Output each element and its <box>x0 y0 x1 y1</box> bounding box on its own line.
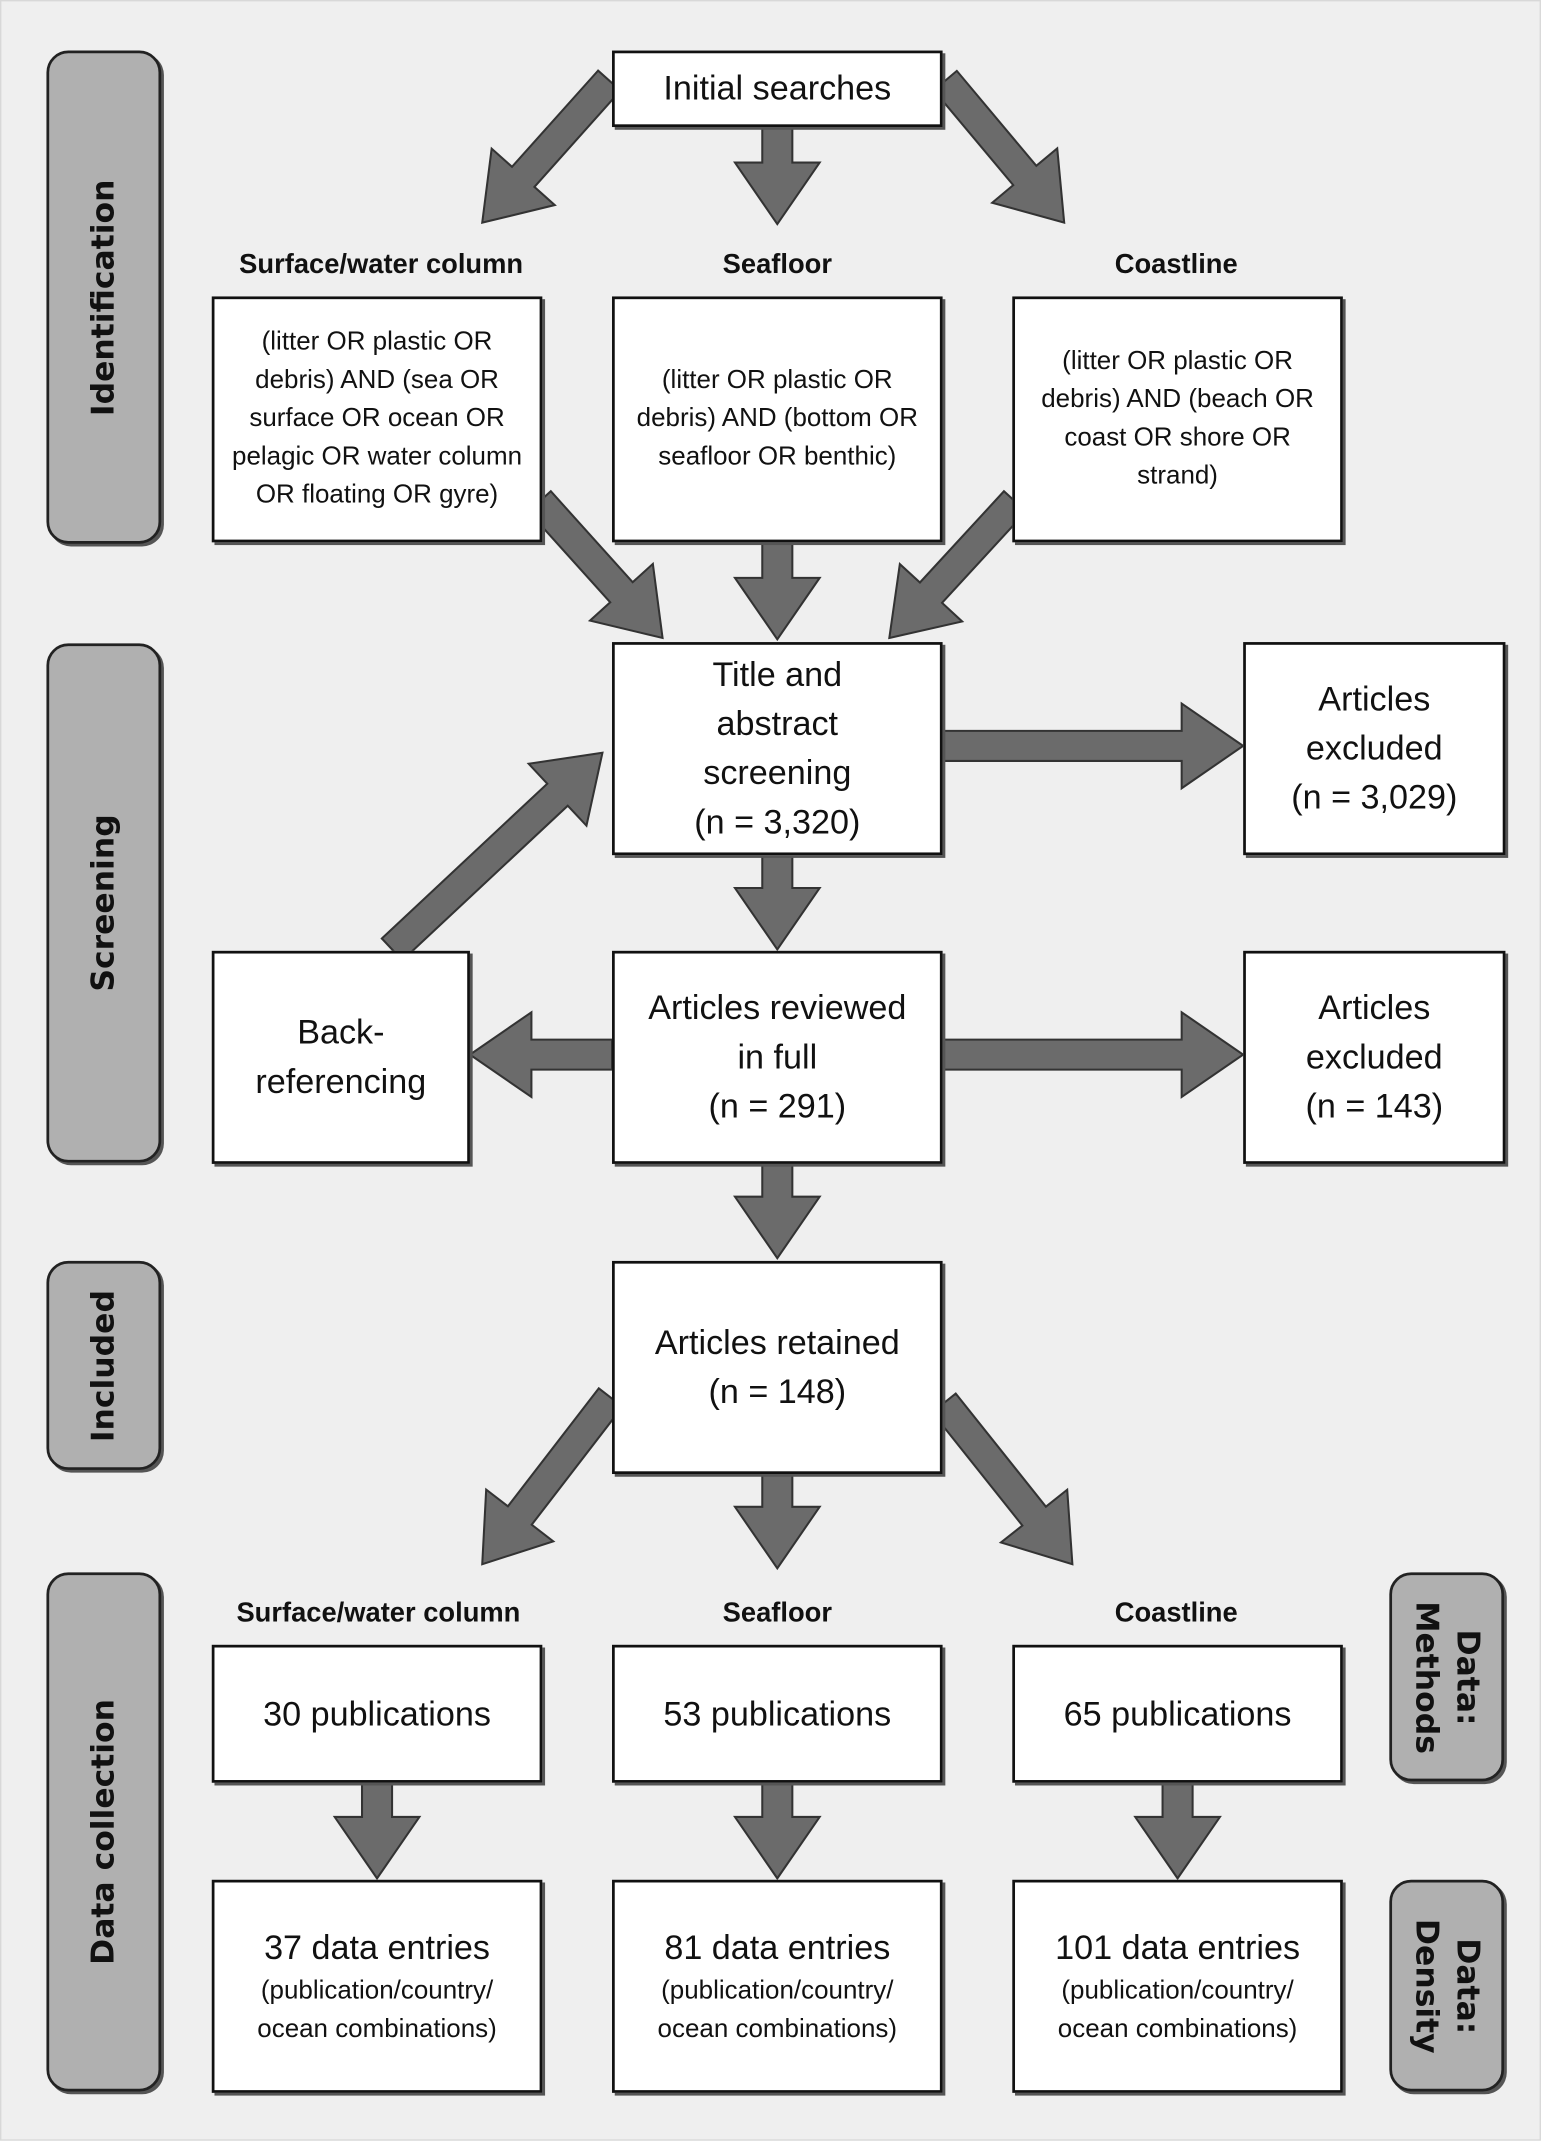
arrow-surface-to-screening <box>526 489 664 640</box>
arrow-surface-pubs-to-entries <box>332 1781 422 1881</box>
box-text: (litter OR plastic OR debris) AND (botto… <box>636 366 918 472</box>
articles-reviewed-box: Articles reviewed in full (n = 291) <box>612 950 943 1164</box>
box-text: in full <box>737 1038 818 1077</box>
box-text: screening <box>703 754 852 793</box>
query-seafloor-box: (litter OR plastic OR debris) AND (botto… <box>612 296 943 543</box>
box-text: 30 publications <box>263 1694 491 1733</box>
box-text: Initial searches <box>663 69 892 108</box>
publications-seafloor-box: 53 publications <box>612 1644 943 1783</box>
entries-seafloor-box: 81 data entries (publication/country/ oc… <box>612 1879 943 2093</box>
box-text: abstract <box>716 704 839 744</box>
arrow-initial-to-surface <box>481 69 622 225</box>
count-text: (n = 3,029) <box>1291 778 1458 817</box>
header-surface: Surface/water column <box>236 1598 521 1629</box>
box-text: Articles <box>1318 989 1431 1028</box>
arrow-retained-to-coastline <box>930 1392 1074 1566</box>
stage-label-text: Identification <box>86 178 122 416</box>
publications-surface-box: 30 publications <box>211 1644 543 1783</box>
line: Density <box>1408 1918 1444 2054</box>
stage-identification: Identification <box>46 50 162 544</box>
articles-excluded-box-1: Articles excluded (n = 3,029) <box>1243 642 1506 856</box>
header-coastline: Coastline <box>1114 1598 1238 1629</box>
label-data-methods: Data:Methods <box>1389 1572 1505 1782</box>
arrow-screening-to-reviewed <box>733 854 822 952</box>
box-text: 65 publications <box>1063 1694 1292 1733</box>
line: Data: <box>1449 1937 1485 2034</box>
count-text: (n = 291) <box>708 1087 847 1126</box>
arrow-reviewed-to-retained <box>733 1162 822 1260</box>
arrow-reviewed-to-excluded <box>941 1010 1245 1099</box>
stage-label-text: Included <box>86 1289 122 1442</box>
box-text: 37 data entries <box>264 1928 491 1968</box>
articles-excluded-box-2: Articles excluded (n = 143) <box>1243 950 1506 1164</box>
count-text: (n = 143) <box>1305 1087 1444 1126</box>
stage-screening: Screening <box>46 643 162 1163</box>
stage-data-collection: Data collection <box>46 1572 162 2092</box>
line: Methods <box>1408 1600 1444 1754</box>
header-surface: Surface/water column <box>239 249 524 281</box>
box-text: (litter OR plastic OR debris) AND (beach… <box>1041 346 1314 491</box>
line: Data: <box>1449 1628 1485 1725</box>
stage-included: Included <box>46 1260 162 1470</box>
arrow-retained-to-seafloor <box>733 1472 822 1571</box>
box-text: Articles retained <box>654 1323 900 1363</box>
box-text: Back- <box>297 1013 385 1052</box>
note-text: (publication/country/ <box>1061 1976 1294 2006</box>
note-text: ocean combinations) <box>257 2014 497 2044</box>
title-abstract-screening-box: Title and abstract screening (n = 3,320) <box>612 642 943 856</box>
arrow-screening-to-excluded <box>941 701 1245 791</box>
box-text: Title and <box>712 655 843 694</box>
arrow-initial-to-seafloor <box>733 126 822 226</box>
note-text: ocean combinations) <box>657 2014 898 2044</box>
stage-label-text: Screening <box>86 814 122 992</box>
count-text: (n = 3,320) <box>694 803 861 842</box>
arrow-coastline-to-screening <box>888 489 1028 640</box>
note-text: (publication/country/ <box>661 1976 894 2006</box>
note-text: (publication/country/ <box>260 1976 494 2006</box>
back-referencing-box: Back- referencing <box>211 950 470 1164</box>
label-data-density: Data:Density <box>1389 1879 1505 2092</box>
arrow-retained-to-surface <box>481 1386 624 1566</box>
initial-searches-box: Initial searches <box>612 50 943 128</box>
note-text: ocean combinations) <box>1057 2014 1298 2044</box>
box-text: excluded <box>1305 729 1443 768</box>
entries-surface-box: 37 data entries (publication/country/ oc… <box>211 1879 543 2093</box>
box-text: excluded <box>1305 1038 1443 1077</box>
data-methods-text: Data:Methods <box>1406 1601 1488 1754</box>
arrow-seafloor-pubs-to-entries <box>733 1781 822 1881</box>
arrow-reviewed-to-backref <box>468 1010 614 1099</box>
box-text: Articles reviewed <box>648 989 907 1028</box>
box-text: 101 data entries <box>1055 1928 1301 1968</box>
arrow-backref-to-screening <box>380 751 604 962</box>
box-text: referencing <box>255 1062 427 1102</box>
arrow-initial-to-coastline <box>932 69 1066 225</box>
arrow-seafloor-to-screening <box>733 541 822 642</box>
header-seafloor: Seafloor <box>722 249 832 281</box>
box-text: 81 data entries <box>664 1928 891 1968</box>
query-coastline-box: (litter OR plastic OR debris) AND (beach… <box>1012 296 1343 543</box>
publications-coastline-box: 65 publications <box>1012 1644 1343 1783</box>
count-text: (n = 148) <box>708 1372 847 1412</box>
box-text: 53 publications <box>663 1694 892 1733</box>
header-coastline: Coastline <box>1114 249 1238 281</box>
query-surface-box: (litter OR plastic OR debris) AND (sea O… <box>211 296 543 543</box>
box-text: Articles <box>1318 680 1431 719</box>
box-text: (litter OR plastic OR debris) AND (sea O… <box>232 327 523 510</box>
arrow-coastline-pubs-to-entries <box>1133 1781 1222 1881</box>
header-seafloor: Seafloor <box>722 1598 832 1629</box>
stage-label-text: Data collection <box>86 1699 122 1965</box>
entries-coastline-box: 101 data entries (publication/country/ o… <box>1012 1879 1343 2093</box>
articles-retained-box: Articles retained (n = 148) <box>612 1260 943 1475</box>
data-density-text: Data:Density <box>1406 1918 1488 2053</box>
